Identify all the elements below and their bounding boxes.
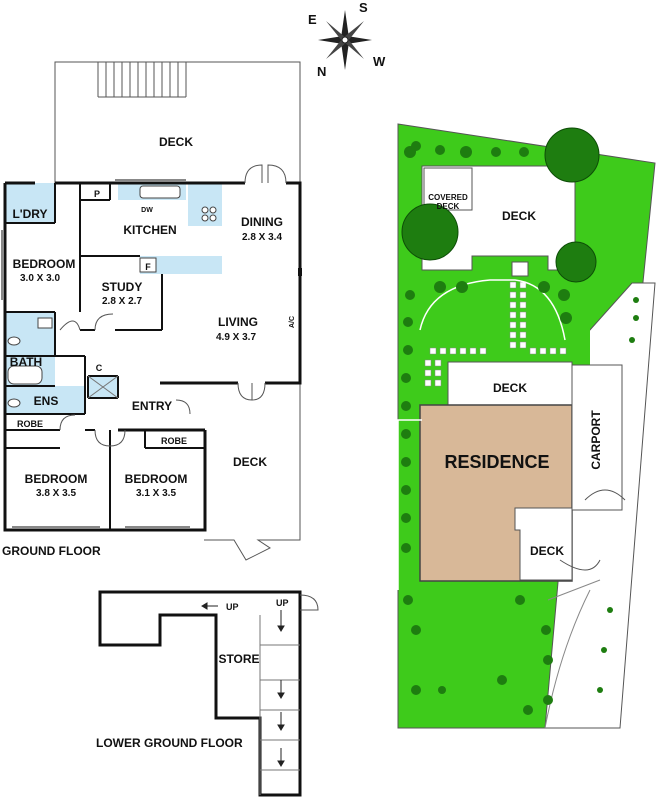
label-store: STORE xyxy=(218,652,259,666)
site-plan: COVERED DECK DECK DECK RESIDENCE CARPORT… xyxy=(397,123,656,729)
label-dining-dim: 2.8 X 3.4 xyxy=(242,232,282,243)
label-bedroom-3: BEDROOM xyxy=(125,472,188,486)
label-site-deck-low: DECK xyxy=(530,544,564,558)
label-entry: ENTRY xyxy=(132,399,172,413)
label-bath: BATH xyxy=(10,355,42,369)
label-ensuite: ENS xyxy=(34,394,59,408)
label-robe-1: ROBE xyxy=(17,419,43,429)
label-site-deck-top: DECK xyxy=(502,209,536,223)
label-robe-2: ROBE xyxy=(161,436,187,446)
compass-rose: E S W N xyxy=(308,0,386,79)
label-covered-deck-1: COVERED xyxy=(428,193,468,202)
label-deck-top: DECK xyxy=(159,135,193,149)
label-bedroom-2: BEDROOM xyxy=(25,472,88,486)
compass-west: W xyxy=(373,54,386,69)
label-bedroom-3-dim: 3.1 X 3.5 xyxy=(136,488,176,499)
label-bedroom-2-dim: 3.8 X 3.5 xyxy=(36,488,76,499)
label-laundry: L'DRY xyxy=(12,207,47,221)
label-study: STUDY xyxy=(102,280,143,294)
label-site-deck-mid: DECK xyxy=(493,381,527,395)
label-up-1: UP xyxy=(226,602,239,612)
label-fridge: F xyxy=(145,262,151,272)
label-ac: A/C xyxy=(289,316,296,328)
label-carport: CARPORT xyxy=(589,410,603,470)
label-living-dim: 4.9 X 3.7 xyxy=(216,332,256,343)
lower-ground-floor-title: LOWER GROUND FLOOR xyxy=(96,736,243,750)
label-cupboard: C xyxy=(96,363,103,373)
label-study-dim: 2.8 X 2.7 xyxy=(102,296,142,307)
ground-floor-plan: DECK L'DRY P DW F KITCHEN DINING 2.8 X 3… xyxy=(1,61,302,561)
label-covered-deck-2: DECK xyxy=(437,202,460,211)
ground-floor-title: GROUND FLOOR xyxy=(2,544,101,558)
label-living: LIVING xyxy=(218,315,258,329)
label-bedroom-1-dim: 3.0 X 3.0 xyxy=(20,273,60,284)
label-dishwasher: DW xyxy=(141,207,153,214)
label-dining: DINING xyxy=(241,215,283,229)
label-bedroom-1: BEDROOM xyxy=(13,257,76,271)
label-deck-right: DECK xyxy=(233,455,267,469)
label-kitchen: KITCHEN xyxy=(123,223,176,237)
compass-north: N xyxy=(317,64,326,79)
compass-south: S xyxy=(359,0,368,15)
label-up-2: UP xyxy=(276,598,289,608)
label-residence: RESIDENCE xyxy=(444,452,549,472)
compass-east: E xyxy=(308,12,317,27)
lower-ground-floor-plan: UP UP STORE LOWER GROUND FLOOR xyxy=(96,590,319,797)
label-pantry: P xyxy=(94,189,100,199)
